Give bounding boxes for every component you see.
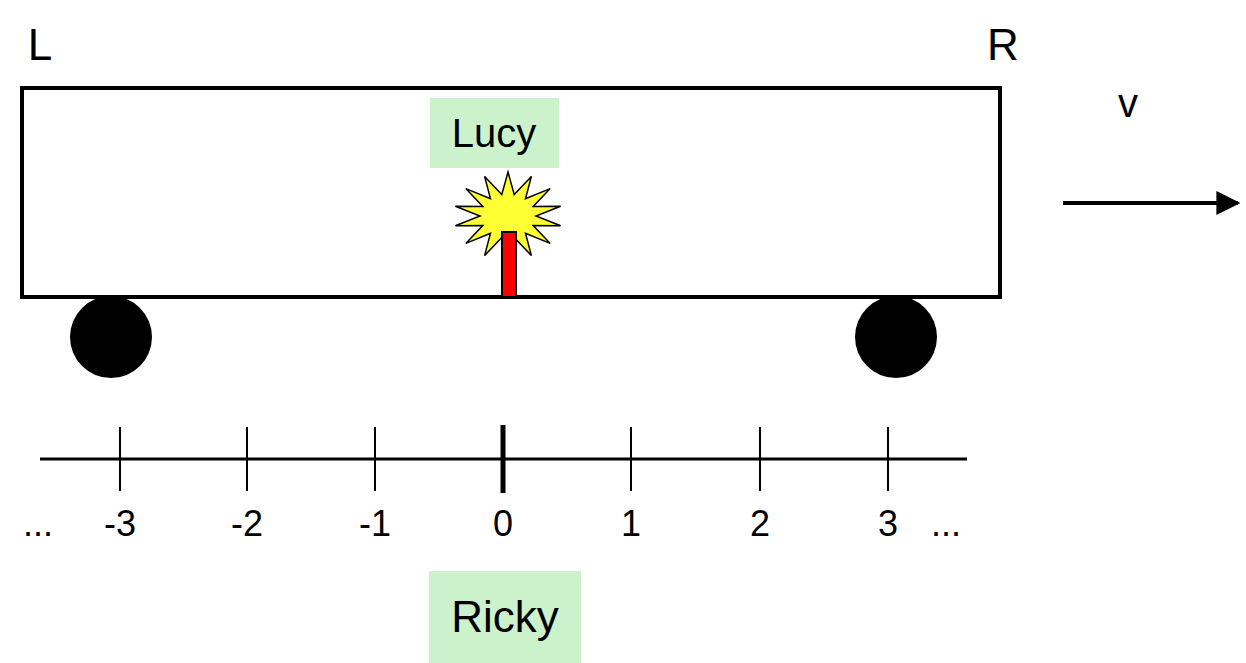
train-car (22, 88, 1000, 297)
wheel (855, 296, 937, 378)
tick-mark (374, 427, 376, 491)
observer-label: Lucy (430, 98, 559, 168)
ellipsis: ... (931, 504, 961, 544)
axis-number: 1 (621, 504, 641, 544)
tick-mark (759, 427, 761, 491)
axis-number: 2 (750, 504, 770, 544)
tick-mark (119, 427, 121, 491)
tick-mark (630, 427, 632, 491)
firecracker-post (502, 232, 516, 297)
tick-mark (246, 427, 248, 491)
observer-label: Ricky (429, 571, 581, 663)
end-letter: L (28, 21, 52, 69)
velocity-symbol: v (1118, 81, 1138, 125)
tick-mark (887, 427, 889, 491)
ellipsis: ... (23, 504, 53, 544)
tick-marks (120, 425, 888, 493)
person-name: Lucy (452, 111, 537, 155)
axis-number: -2 (231, 504, 263, 544)
axis-number: 0 (493, 504, 513, 544)
axis-number: 3 (878, 504, 898, 544)
end-letter: R (987, 21, 1019, 69)
velocity-arrow (1063, 201, 1238, 205)
axis-number: -1 (359, 504, 391, 544)
axis-number: -3 (104, 504, 136, 544)
person-name: Ricky (451, 593, 559, 641)
wheel (70, 296, 152, 378)
tick-mark (501, 425, 506, 493)
